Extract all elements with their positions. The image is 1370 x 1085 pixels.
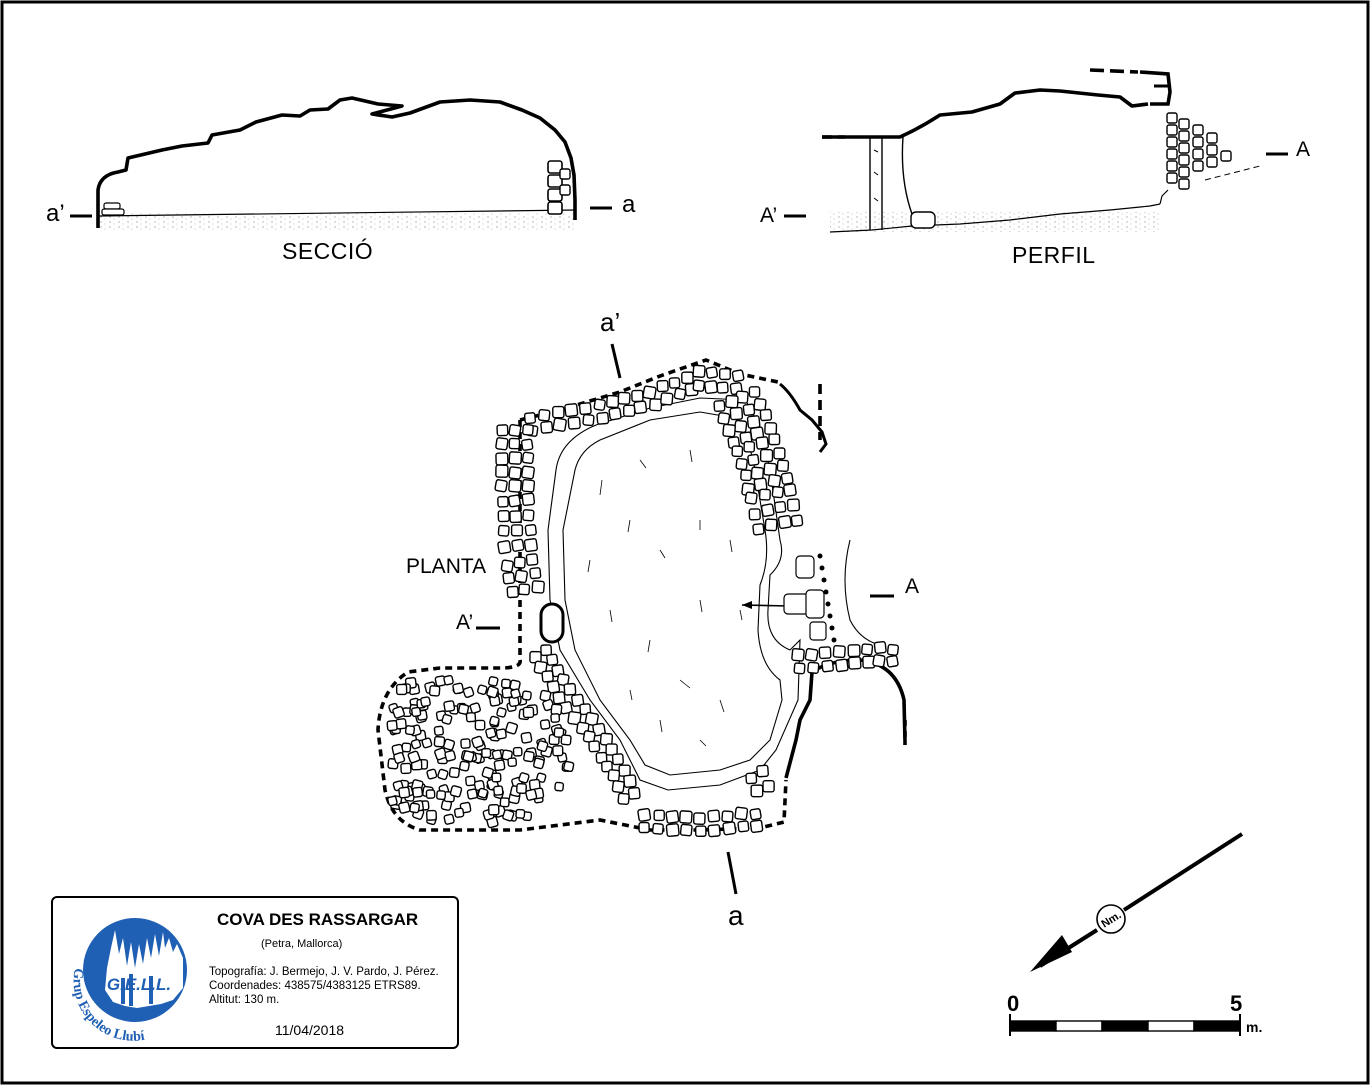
plan-mark-left: A’ — [456, 611, 474, 634]
section-mark-left: a’ — [46, 200, 65, 227]
plan-mark-right: A — [905, 575, 920, 598]
altitude: Altitut: 130 m. — [209, 994, 280, 1006]
north-circle — [1096, 904, 1126, 934]
plan-drawing — [376, 343, 907, 895]
plan-niche — [539, 602, 565, 644]
profile-mark-left: A’ — [760, 204, 778, 227]
plan-wall-blocks — [494, 364, 900, 838]
plan-title: PLANTA — [406, 555, 487, 578]
section-debris — [101, 202, 125, 216]
scale-start-label: 0 — [1007, 991, 1020, 1016]
profile-mark-right: A — [1296, 138, 1311, 161]
section-title: SECCIÓ — [282, 238, 374, 264]
scale-unit-label: m. — [1246, 1019, 1263, 1035]
profile-wall-blocks — [1166, 112, 1232, 190]
plan-rubble-area — [386, 674, 575, 829]
profile-drawing — [784, 68, 1288, 233]
scale-end-label: 5 — [1230, 991, 1243, 1016]
plan-mark-top: a’ — [600, 307, 621, 337]
coordinates: Coordenades: 438575/4383125 ETRS89. — [209, 980, 421, 992]
cave-name: COVA DES RASSARGAR — [217, 910, 419, 929]
logo-text: G.E.L.L. — [107, 975, 171, 994]
topography-credits: Topografía: J. Bermejo, J. V. Pardo, J. … — [209, 966, 439, 978]
section-drawing — [70, 96, 612, 231]
profile-title: PERFIL — [1012, 242, 1096, 268]
section-mark-right: a — [622, 191, 636, 218]
plan-mark-bottom: a — [728, 900, 744, 931]
survey-date: 11/04/2018 — [275, 1022, 345, 1038]
scale-bar — [1009, 1014, 1241, 1036]
north-arrow: Nm. — [1030, 832, 1244, 972]
gell-logo: G.E.L.L. Grup Espeleo Llubí — [69, 918, 187, 1044]
section-wall-blocks — [547, 160, 571, 215]
cave-location: (Petra, Mallorca) — [261, 938, 343, 950]
info-box: G.E.L.L. Grup Espeleo Llubí COVA DES RAS… — [51, 896, 459, 1049]
